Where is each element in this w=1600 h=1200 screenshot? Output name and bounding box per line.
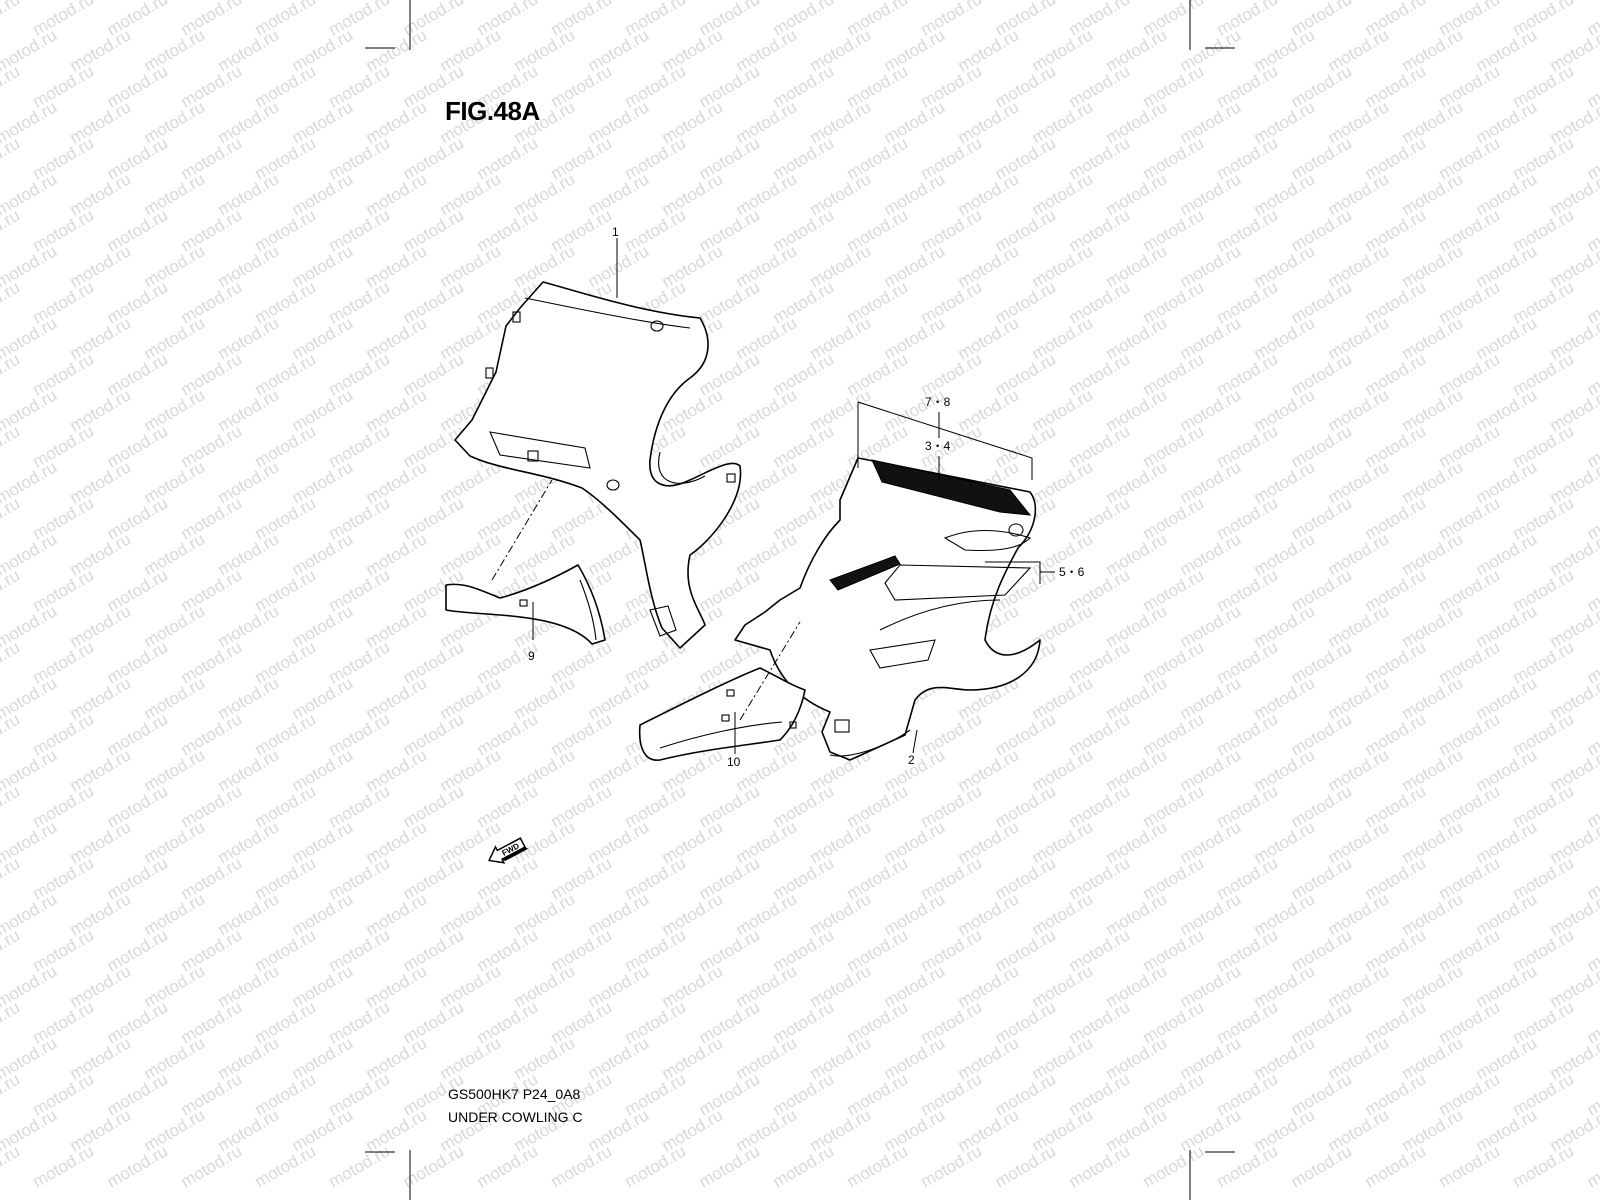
callout-1: 1 — [612, 225, 619, 239]
callout-5-6: 5・6 — [1059, 565, 1085, 579]
forward-arrow-icon: FWD — [488, 837, 529, 864]
part-9-inner-panel — [445, 564, 606, 645]
figure-title: FIG.48A — [445, 96, 540, 126]
part-1-cowling — [454, 281, 742, 649]
callout-9: 9 — [528, 649, 535, 663]
callout-3-4: 3・4 — [925, 439, 951, 453]
model-code: GS500HK7 P24_0A8 — [448, 1086, 581, 1102]
callout-2: 2 — [908, 753, 915, 767]
part-10-inner-panel — [638, 667, 806, 761]
callout-7-8: 7・8 — [925, 395, 951, 409]
section-name: UNDER COWLING C — [448, 1109, 583, 1125]
callout-10: 10 — [727, 755, 741, 769]
